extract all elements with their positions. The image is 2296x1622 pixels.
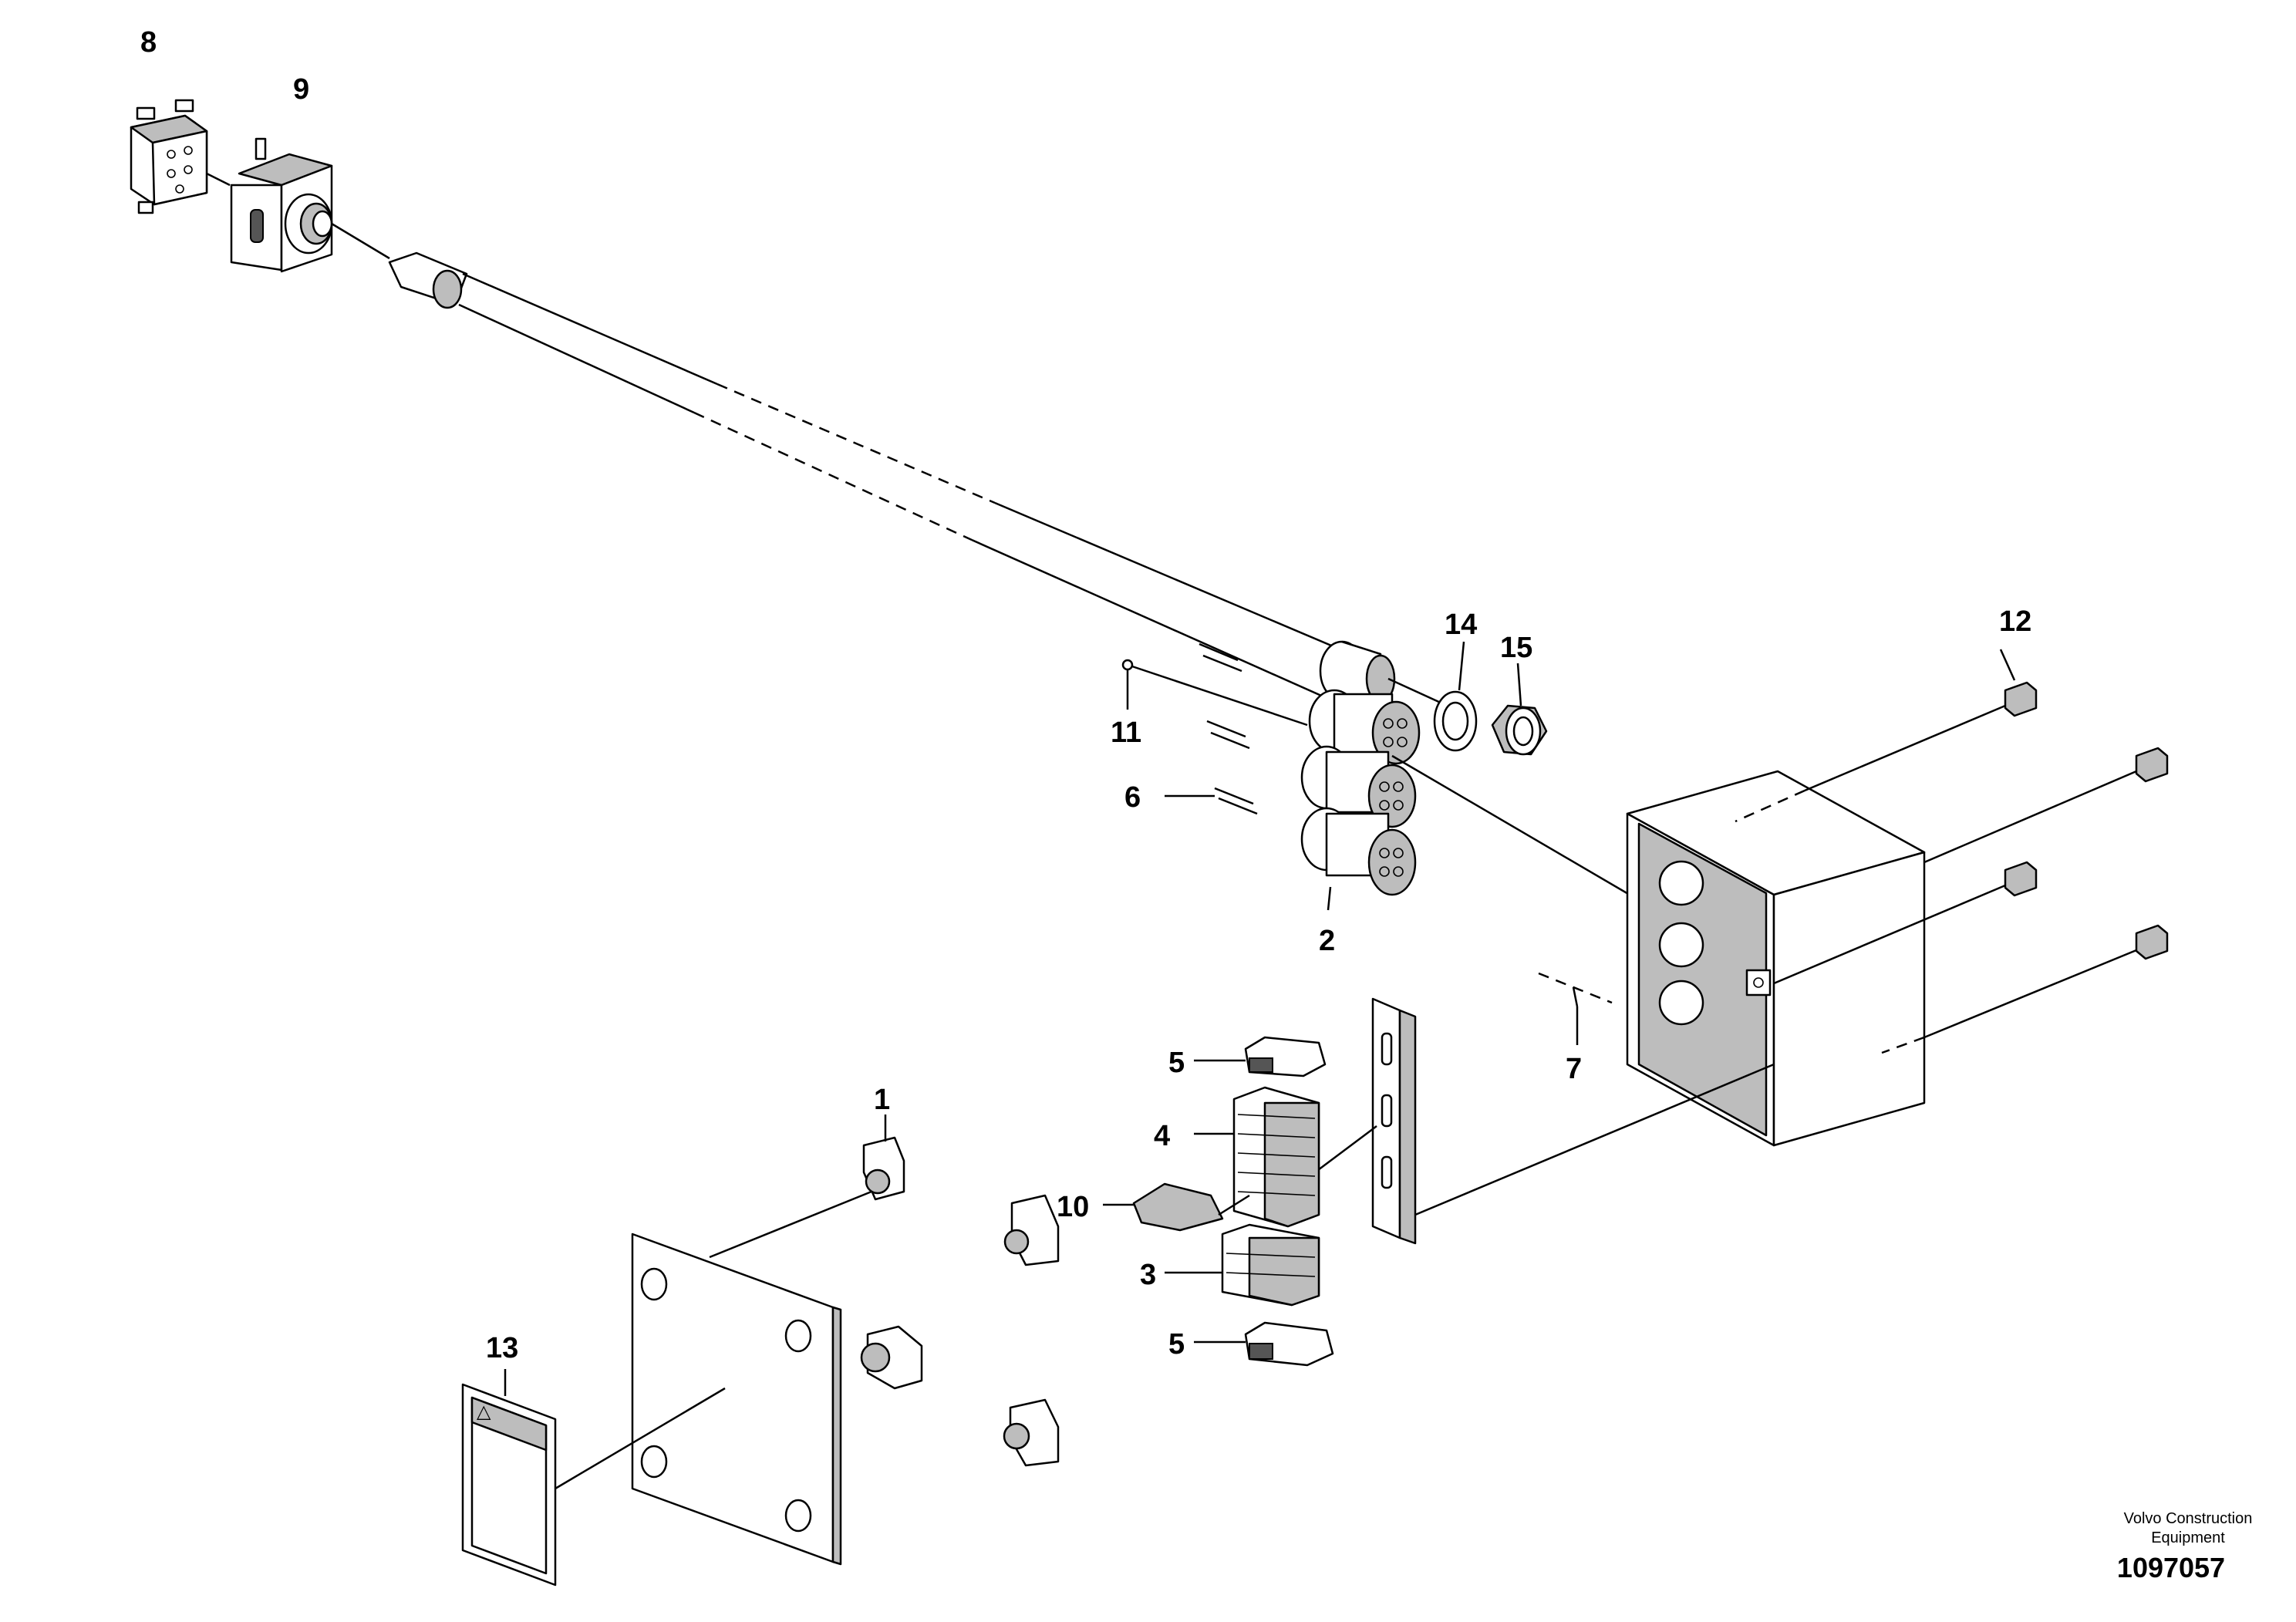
part-10-marker-tag [1103,1182,1250,1232]
callout-1: 1 [874,1084,890,1116]
callout-3: 3 [1140,1259,1156,1291]
callout-5-bottom: 5 [1168,1328,1185,1361]
callout-5-top: 5 [1168,1047,1185,1079]
part-5-end-clamp-top [1194,1036,1327,1077]
cable-conduit [331,222,1347,700]
callout-4: 4 [1154,1120,1170,1152]
callout-8: 8 [140,26,157,59]
part-2-round-connectors [1300,689,1421,911]
part-13-warning-label [461,1369,726,1587]
part-6-pins [1199,642,1258,815]
part-15-nut [1491,704,1548,756]
junction-box [1626,770,1926,1147]
part-7-screw [1538,972,1613,1045]
callout-13: 13 [486,1332,518,1364]
part-3-terminal-blocks [1165,1223,1320,1307]
figure-number: 1097057 [2117,1552,2225,1583]
brand-line-2: Equipment [2151,1529,2225,1546]
callout-15: 15 [1500,632,1532,664]
part-9-connector-housing [230,137,333,273]
part-14-washer [1433,690,1478,752]
leader-15 [1516,663,1522,706]
part-12-standoffs [1735,649,2169,1054]
leader-connector-to-box [1391,754,1644,904]
callout-14: 14 [1445,609,1477,641]
callout-2: 2 [1319,925,1335,957]
callout-12: 12 [1999,605,2031,638]
callout-11: 11 [1111,717,1141,749]
warning-symbol: △ [477,1401,491,1422]
part-1-bracket [709,1114,905,1259]
brand-line-1: Volvo Construction [2124,1510,2253,1527]
callout-9: 9 [293,73,309,106]
part-5-end-clamp-bottom [1194,1321,1334,1367]
leader-14 [1458,641,1465,691]
callout-7: 7 [1566,1053,1582,1085]
callout-10: 10 [1057,1191,1089,1223]
din-rail [1314,997,1775,1245]
mounting-plate [631,1233,842,1566]
part-8-connector-block [130,99,231,214]
bracket-middle-a [1003,1194,1060,1266]
part-4-terminal-blocks [1194,1086,1320,1228]
callout-6: 6 [1124,781,1141,814]
part-11-screw [1121,659,1308,727]
bracket-middle-b [860,1325,923,1390]
bracket-middle-c [1003,1398,1060,1467]
